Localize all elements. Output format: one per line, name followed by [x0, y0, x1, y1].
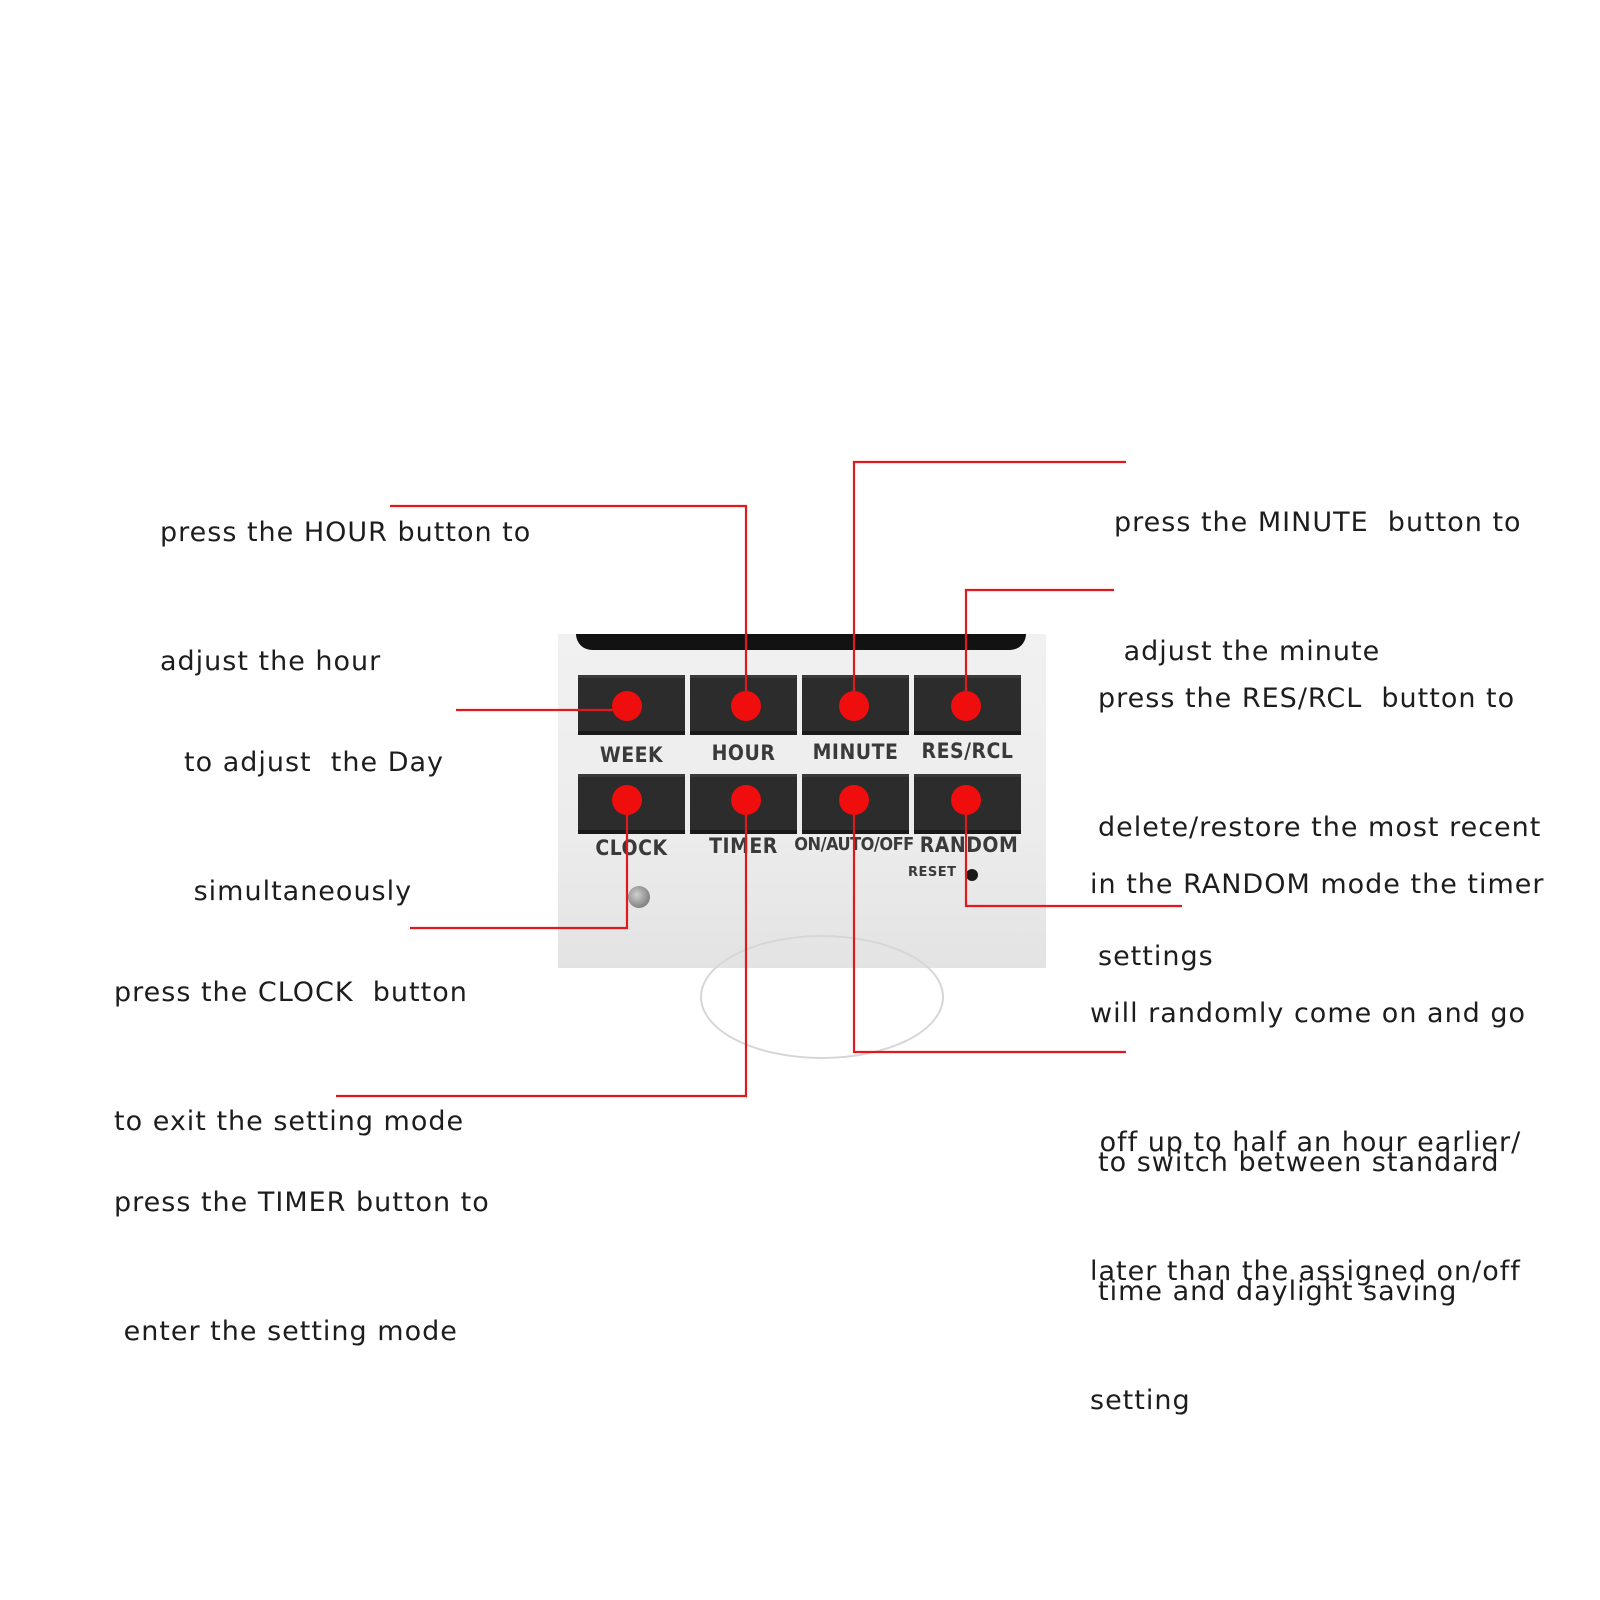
- random-leader-line: [964, 800, 1182, 908]
- week-annotation-line: to adjust the Day: [184, 747, 445, 778]
- timer-annotation-line: press the TIMER button to: [114, 1187, 490, 1218]
- on-auto-off-annotation: to switch between standard time and dayl…: [1098, 1055, 1500, 1399]
- res-rcl-annotation-line: press the RES/RCL button to: [1098, 683, 1516, 714]
- on-auto-off-marker-dot: [839, 785, 869, 815]
- week-button-label: WEEK: [599, 743, 664, 767]
- random-button-label: RANDOM: [919, 833, 1019, 857]
- minute-marker-dot: [839, 691, 869, 721]
- hour-annotation-line: press the HOUR button to: [160, 517, 532, 548]
- hour-annotation-line: adjust the hour: [160, 646, 382, 677]
- week-annotation: to adjust the Day simultaneously: [184, 655, 444, 999]
- on-auto-off-leader-line: [852, 800, 1126, 1054]
- random-annotation-line: in the RANDOM mode the timer: [1090, 869, 1545, 900]
- clock-marker-dot: [612, 785, 642, 815]
- lcd-display-edge: [576, 634, 1026, 650]
- res-rcl-annotation: press the RES/RCL button to delete/resto…: [1098, 591, 1541, 1064]
- reset-pinhole[interactable]: [966, 869, 978, 881]
- minute-leader-line: [852, 460, 1126, 706]
- random-annotation-line: will randomly come on and go: [1090, 998, 1527, 1029]
- random-annotation-line: setting: [1090, 1385, 1191, 1416]
- hour-marker-dot: [731, 691, 761, 721]
- timer-annotation-line: enter the setting mode: [114, 1316, 458, 1347]
- hour-leader-line: [390, 504, 748, 706]
- hour-annotation: press the HOUR button to adjust the hour: [160, 425, 531, 769]
- random-annotation-line: later than the assigned on/off: [1090, 1256, 1521, 1287]
- reset-label: RESET: [908, 865, 957, 880]
- minute-annotation-line: adjust the minute: [1114, 636, 1381, 667]
- timer-marker-dot: [731, 785, 761, 815]
- res-rcl-button-label: RES/RCL: [921, 739, 1014, 763]
- clock-button-label: CLOCK: [595, 836, 668, 860]
- res-rcl-marker-dot: [951, 691, 981, 721]
- clock-annotation-line: press the CLOCK button: [114, 977, 468, 1008]
- clock-annotation-line: to exit the setting mode: [114, 1106, 465, 1137]
- week-annotation-line: simultaneously: [184, 876, 413, 907]
- timer-button-label: TIMER: [709, 834, 778, 858]
- res-rcl-annotation-line: settings: [1098, 941, 1214, 972]
- hour-button-label: HOUR: [711, 741, 776, 765]
- random-annotation-line: off up to half an hour earlier/: [1090, 1127, 1522, 1158]
- clock-annotation: press the CLOCK button to exit the setti…: [114, 885, 468, 1229]
- clock-leader-line: [410, 800, 629, 930]
- res-rcl-leader-line: [964, 588, 1114, 706]
- on-auto-off-annotation-line: time and daylight saving: [1098, 1276, 1458, 1307]
- on-auto-off-annotation-line: to switch between standard: [1098, 1147, 1500, 1178]
- minute-annotation-line: press the MINUTE button to: [1114, 507, 1522, 538]
- week-marker-dot: [612, 691, 642, 721]
- screw-icon: [628, 886, 650, 908]
- random-annotation: in the RANDOM mode the timer will random…: [1090, 777, 1545, 1508]
- res-rcl-annotation-line: delete/restore the most recent: [1098, 812, 1542, 843]
- timer-leader-line: [336, 800, 748, 1098]
- timer-annotation: press the TIMER button to enter the sett…: [114, 1095, 490, 1439]
- minute-annotation: press the MINUTE button to adjust the mi…: [1114, 415, 1522, 759]
- dial-edge: [700, 935, 944, 1059]
- random-marker-dot: [951, 785, 981, 815]
- minute-button-label: MINUTE: [812, 740, 899, 764]
